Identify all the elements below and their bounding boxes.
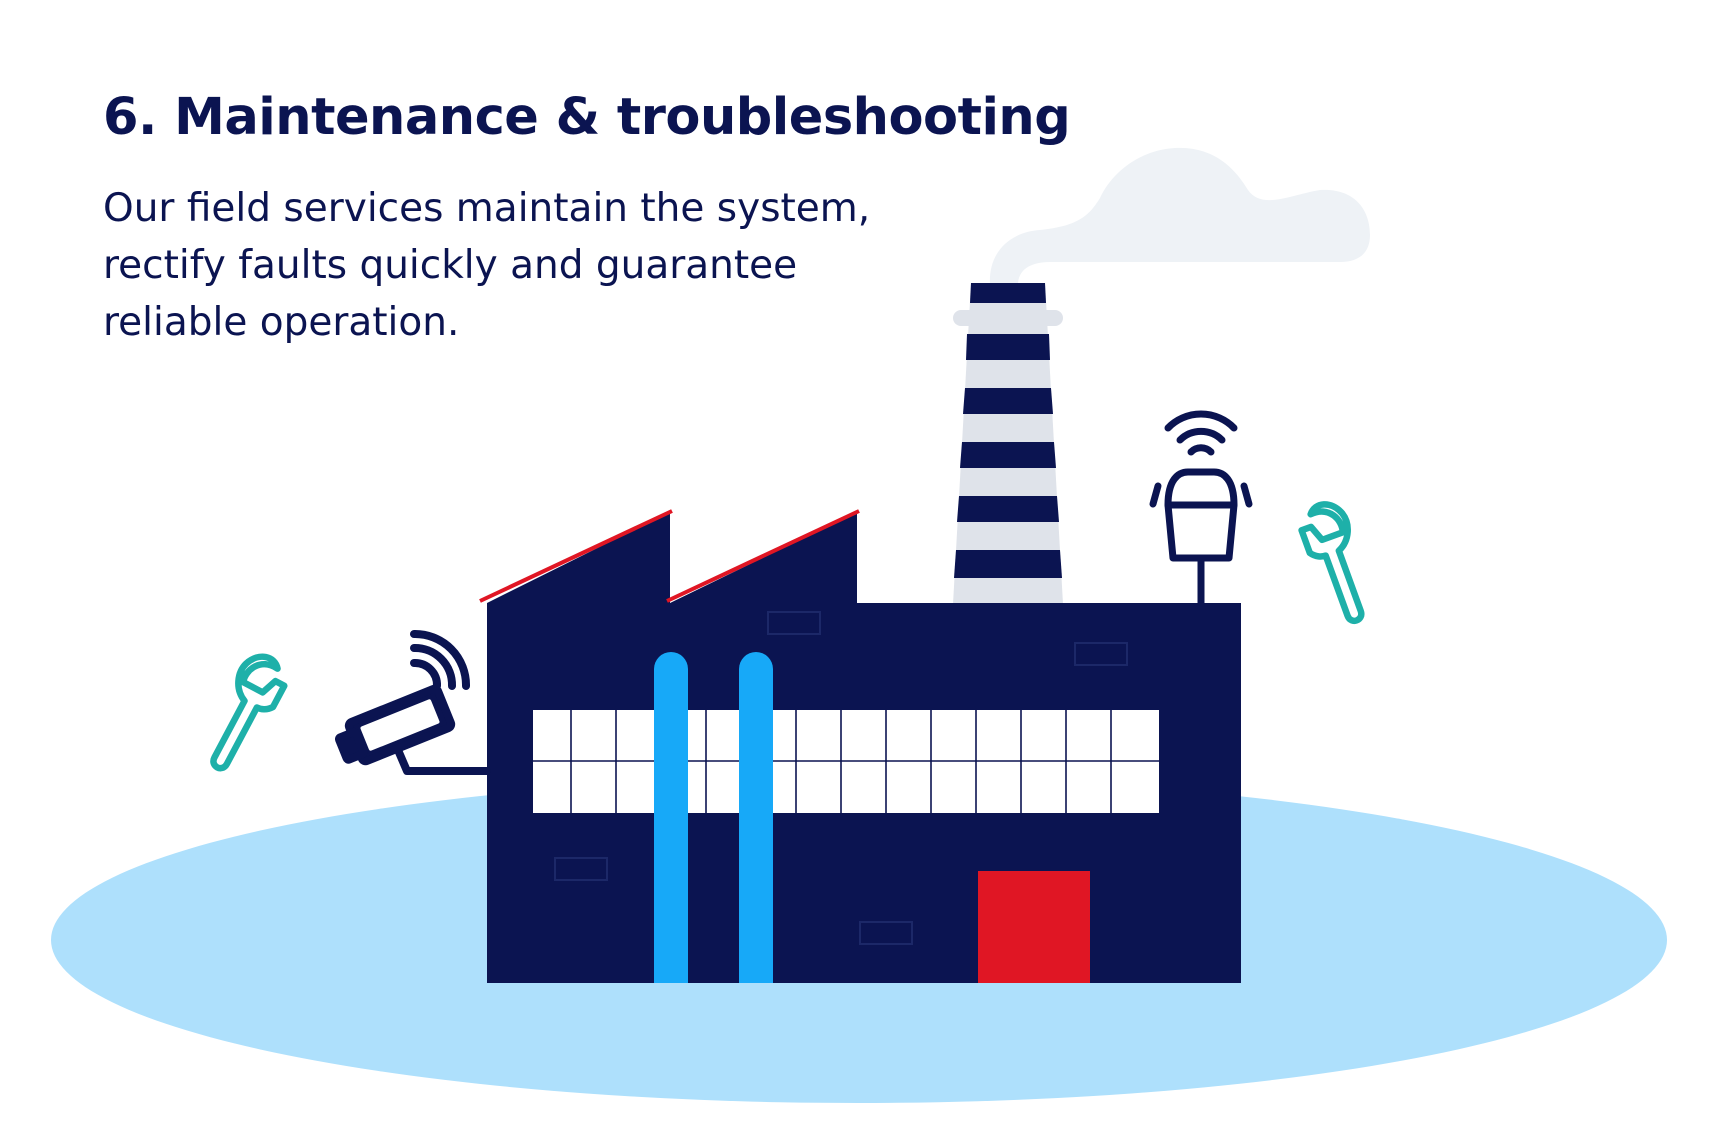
wrench-icon [210, 653, 288, 772]
pipes [654, 652, 773, 983]
page-description: Our field services maintain the system, … [103, 186, 871, 345]
page-title: 6. Maintenance & troubleshooting [103, 88, 1071, 147]
wireless-sensor-icon [1149, 410, 1253, 607]
security-camera-icon [334, 629, 491, 775]
roof-edge [479, 509, 673, 603]
window-band [533, 710, 1159, 813]
pipe [739, 652, 773, 983]
roof-edge [666, 509, 860, 603]
pipe [654, 652, 688, 983]
chimney [953, 283, 1063, 604]
smoke-cloud [989, 147, 1370, 285]
wrench-icon [1298, 501, 1365, 625]
factory-door [978, 871, 1090, 983]
